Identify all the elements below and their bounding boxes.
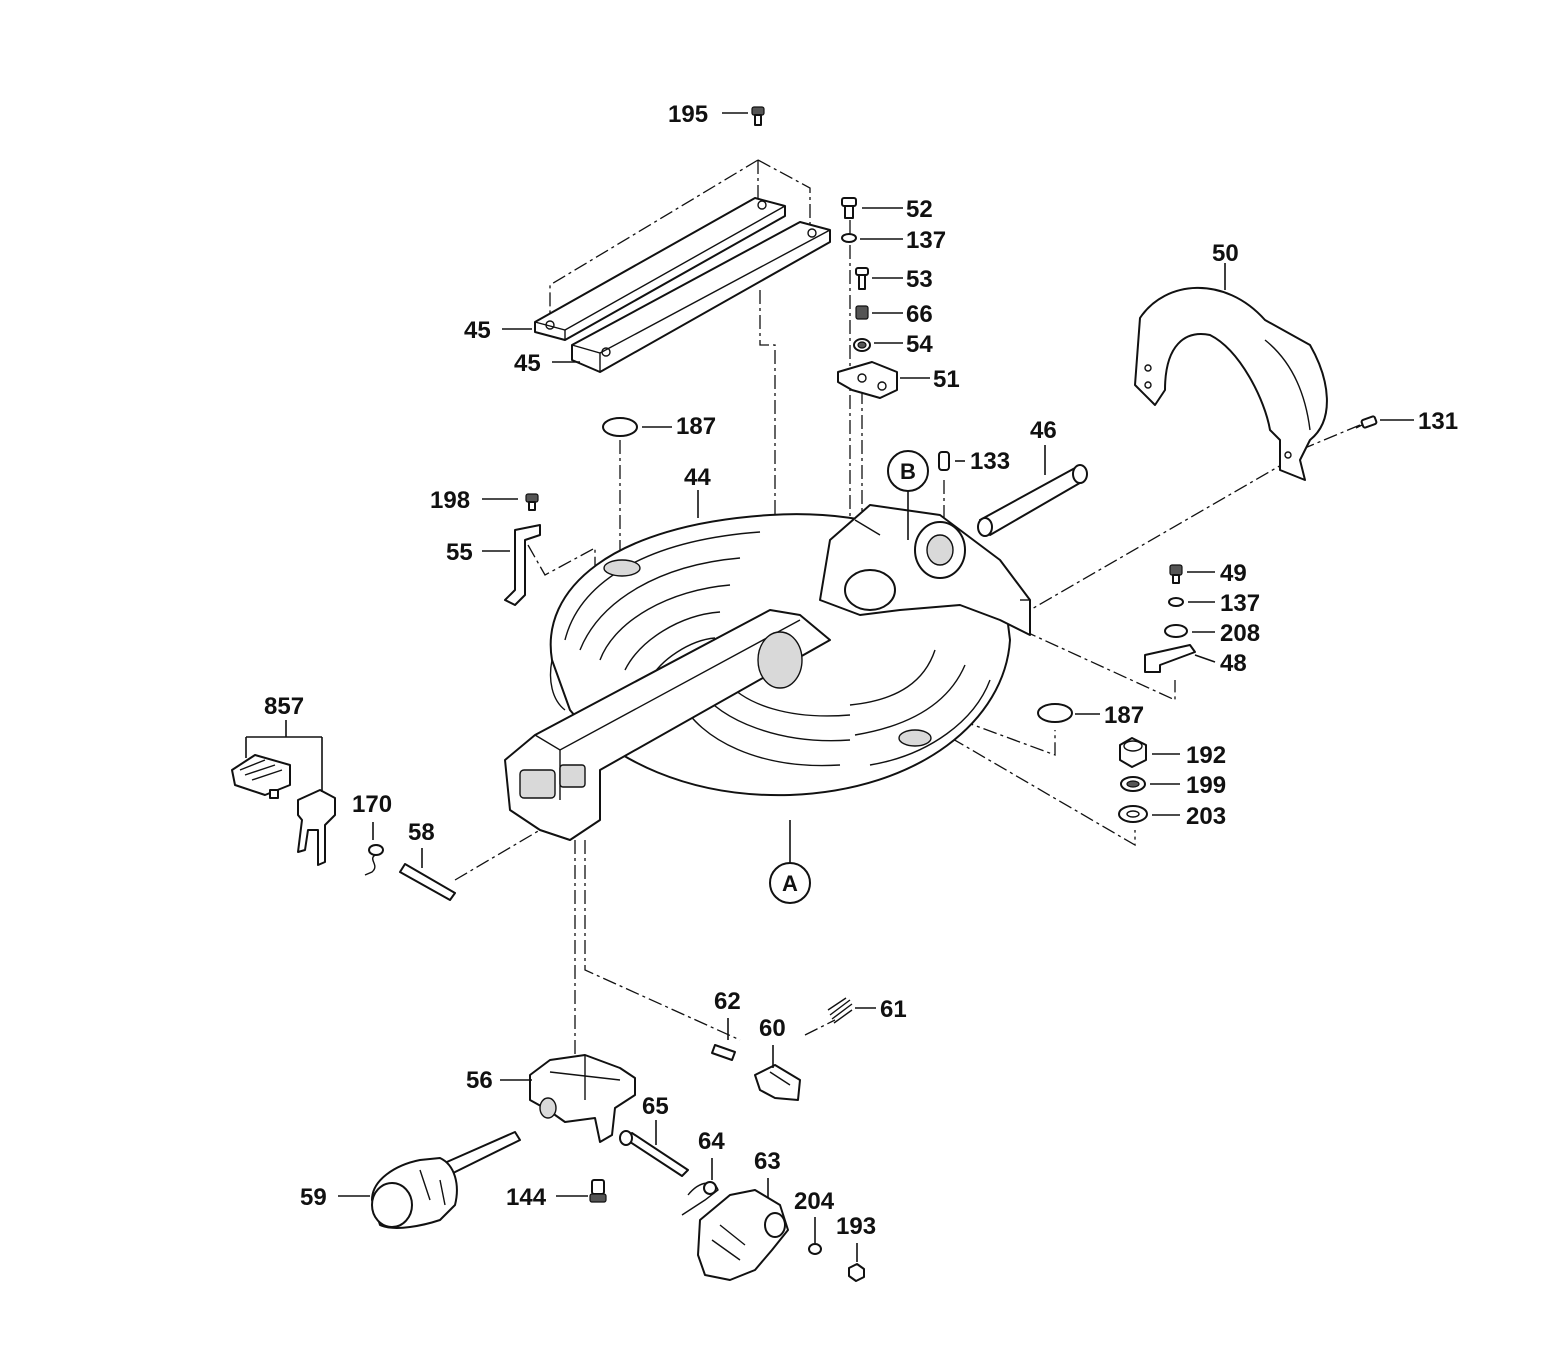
callout-b-letter: B xyxy=(900,459,916,484)
label-65: 65 xyxy=(642,1093,669,1120)
label-45-a: 45 xyxy=(464,317,491,344)
assembly-lines xyxy=(454,159,1361,1060)
blade-guard-50 xyxy=(1134,286,1328,481)
rod-46 xyxy=(977,464,1088,537)
bolt-65 xyxy=(619,1130,689,1177)
washer-54 xyxy=(853,338,871,352)
label-131: 131 xyxy=(1418,408,1458,435)
fence-left xyxy=(534,197,786,341)
label-203: 203 xyxy=(1186,803,1226,830)
turntable-base-44 xyxy=(504,504,1031,841)
washer-137-b xyxy=(1168,597,1184,607)
pin-58 xyxy=(399,863,456,901)
screw-52 xyxy=(841,197,857,219)
spring-170 xyxy=(364,844,384,876)
clip-55 xyxy=(504,524,541,606)
screw-198 xyxy=(525,493,539,511)
label-64: 64 xyxy=(698,1128,725,1155)
knob-59 xyxy=(371,1131,521,1229)
label-51: 51 xyxy=(933,366,960,393)
label-187-b: 187 xyxy=(1104,702,1144,729)
nut-66 xyxy=(855,305,869,320)
label-192: 192 xyxy=(1186,742,1226,769)
nut-192 xyxy=(1119,737,1147,768)
callout-a-letter: A xyxy=(782,871,798,896)
label-170: 170 xyxy=(352,791,392,818)
label-50: 50 xyxy=(1212,240,1239,267)
bolt-195 xyxy=(751,106,765,126)
spring-61 xyxy=(827,997,853,1024)
clip-204 xyxy=(808,1243,822,1255)
pin-62 xyxy=(711,1044,736,1061)
label-63: 63 xyxy=(754,1148,781,1175)
spring-64 xyxy=(681,1181,719,1216)
label-144: 144 xyxy=(506,1184,547,1211)
label-195: 195 xyxy=(668,101,708,128)
lever-63 xyxy=(697,1189,789,1281)
bracket-51 xyxy=(837,361,898,399)
label-59: 59 xyxy=(300,1184,327,1211)
label-187-a: 187 xyxy=(676,413,716,440)
pointer-48 xyxy=(1144,644,1196,673)
label-193: 193 xyxy=(836,1213,876,1240)
washer-203 xyxy=(1118,805,1148,823)
washer-208 xyxy=(1164,624,1188,638)
plug-187-a xyxy=(602,417,638,437)
lock-body-56 xyxy=(529,1054,636,1143)
screw-144 xyxy=(589,1179,607,1203)
label-137-b: 137 xyxy=(1220,590,1260,617)
part-labels: 195 52 137 53 66 54 51 50 131 45 45 187 … xyxy=(264,101,1458,1240)
latch-60 xyxy=(754,1064,801,1101)
label-60: 60 xyxy=(759,1015,786,1042)
label-46: 46 xyxy=(1030,417,1057,444)
washer-199 xyxy=(1120,776,1146,792)
label-62: 62 xyxy=(714,988,741,1015)
fence-right xyxy=(571,221,831,373)
label-61: 61 xyxy=(880,996,907,1023)
label-48: 48 xyxy=(1220,650,1247,677)
label-45-b: 45 xyxy=(514,350,541,377)
label-137-a: 137 xyxy=(906,227,946,254)
pin-133 xyxy=(938,451,950,471)
label-52: 52 xyxy=(906,196,933,223)
callout-a: A xyxy=(769,820,811,904)
label-857: 857 xyxy=(264,693,304,720)
label-54: 54 xyxy=(906,331,933,358)
label-56: 56 xyxy=(466,1067,493,1094)
label-53: 53 xyxy=(906,266,933,293)
label-58: 58 xyxy=(408,819,435,846)
label-199: 199 xyxy=(1186,772,1226,799)
washer-137-a xyxy=(841,233,857,243)
leader-lines xyxy=(245,112,1414,1262)
callout-b: B xyxy=(887,450,929,540)
label-66: 66 xyxy=(906,301,933,328)
plug-187-b xyxy=(1037,703,1073,723)
screw-49 xyxy=(1169,564,1183,584)
label-49: 49 xyxy=(1220,560,1247,587)
label-133: 133 xyxy=(970,448,1010,475)
screw-53 xyxy=(855,267,869,290)
label-208: 208 xyxy=(1220,620,1260,647)
label-44: 44 xyxy=(684,464,711,491)
screw-131 xyxy=(1355,415,1378,429)
label-204: 204 xyxy=(794,1188,835,1215)
label-55: 55 xyxy=(446,539,473,566)
label-198: 198 xyxy=(430,487,470,514)
nut-193 xyxy=(848,1263,865,1282)
lever-assembly-857 xyxy=(231,754,336,866)
